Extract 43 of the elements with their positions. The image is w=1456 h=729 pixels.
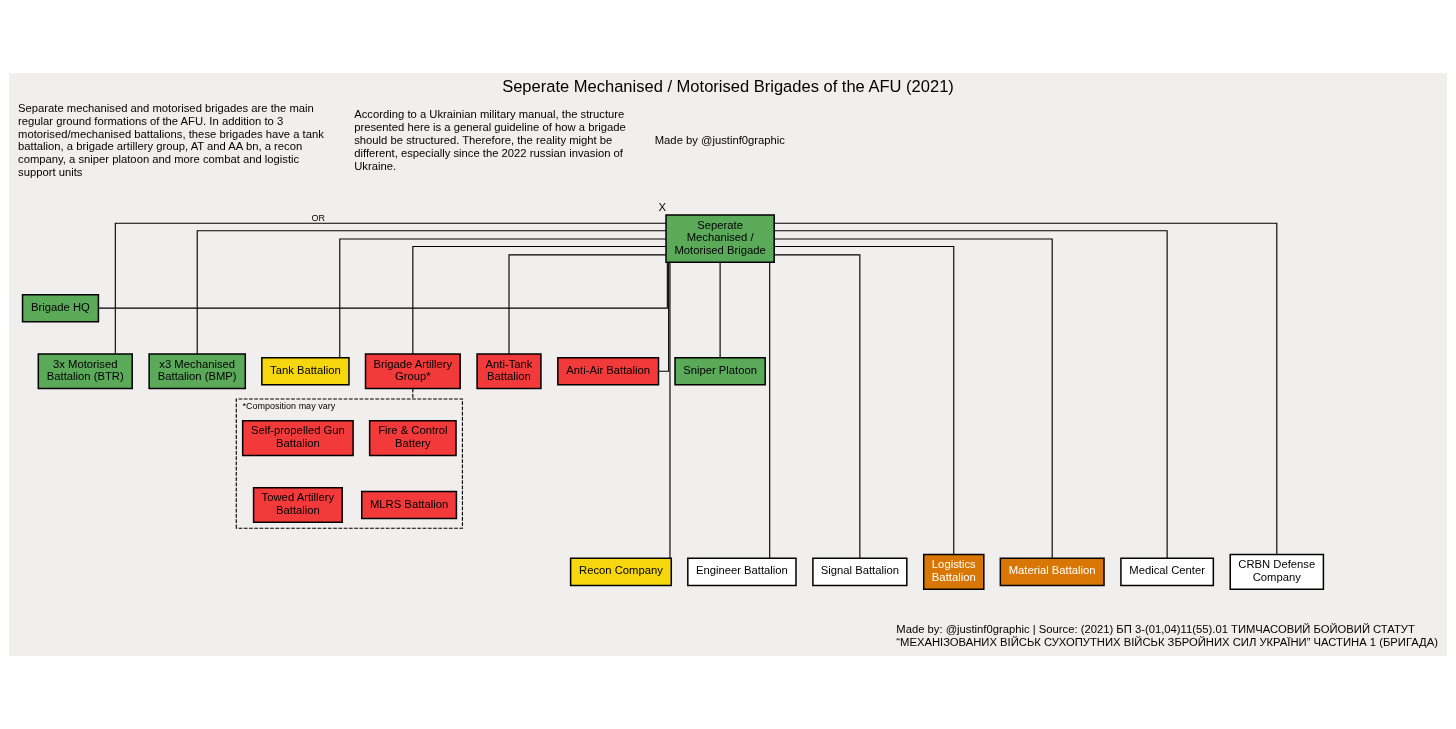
connector [769, 261, 771, 559]
connector [412, 246, 667, 355]
label: Separate mechanised and motorised brigades are the main regular ground formations of the AFU. In addition to 3 motorised/mechanised battalions, these brigades have a tank battalion, a brigade artillery group, AT and AA bn, a recon company, a sniper platoon and more combat and logistic support units [18, 102, 324, 178]
node-box: Logistics Battalion [922, 553, 985, 590]
node-box: x3 Mechanised Battalion (BMP) [148, 353, 247, 390]
connector [773, 222, 1278, 556]
node-box: Brigade HQ [21, 293, 100, 323]
diagram-title: Seperate Mechanised / Motorised Brigades of the AFU (2021) [502, 77, 954, 97]
connector [114, 222, 667, 355]
label: Made by @justinf0graphic [654, 134, 785, 146]
connector [774, 238, 1053, 559]
node-box: Anti-Air Battalion [557, 357, 660, 386]
connector [669, 261, 671, 559]
node-box: Sniper Platoon [674, 357, 766, 386]
node-box: Medical Center [1120, 557, 1215, 587]
label: Made by: @justinf0graphic | Source: (2021) БП 3-(01,04)11(55).01 ТИМЧАСОВИЙ БОЙОВИЙ СТАТУТ “МЕХАНІЗОВАНИХ ВІЙСЬК СУХОПУТНИХ ВІЙСЬК ЗБРОЙНИХ СИЛ УКРАЇНИ” ЧАСТИНА 1 (БРИГАДА) [896, 623, 1438, 649]
node-box: Anti-Tank Battalion [476, 353, 542, 390]
node-box: Towed Artillery Battalion [252, 486, 343, 523]
edge-label: OR [311, 212, 325, 223]
node-label: X [658, 201, 667, 214]
connector [773, 254, 861, 559]
connector [196, 230, 667, 355]
connector [508, 254, 667, 355]
connector [658, 261, 670, 372]
node-box: Material Battalion [999, 557, 1105, 587]
connector [773, 246, 955, 555]
connector [773, 230, 1168, 559]
connector [412, 388, 414, 400]
label: According to a Ukrainian military manual, the structure presented here is a general guideline of how a brigade should be structured. Therefore, the reality might be different, especially since the 2022 russian invasion of Ukraine. [354, 108, 626, 172]
connector [339, 238, 667, 359]
node-box: Seperate Mechanised / Motorised Brigade [665, 214, 775, 264]
connector [97, 261, 668, 309]
node-box: Self-propelled Gun Battalion [241, 420, 354, 457]
node-box: Engineer Battalion [687, 557, 797, 587]
node-box: Tank Battalion [261, 357, 350, 386]
node-box: Fire & Control Battery [368, 420, 457, 457]
node-box: Recon Company [569, 557, 673, 587]
node-box: Brigade Artillery Group* [364, 353, 461, 390]
connector [719, 261, 721, 359]
node-box: 3x Motorised Battalion (BTR) [37, 353, 133, 390]
node-box: Signal Battalion [812, 557, 908, 587]
node-box: CRBN Defense Company [1229, 553, 1325, 590]
node-box: MLRS Battalion [361, 490, 458, 520]
